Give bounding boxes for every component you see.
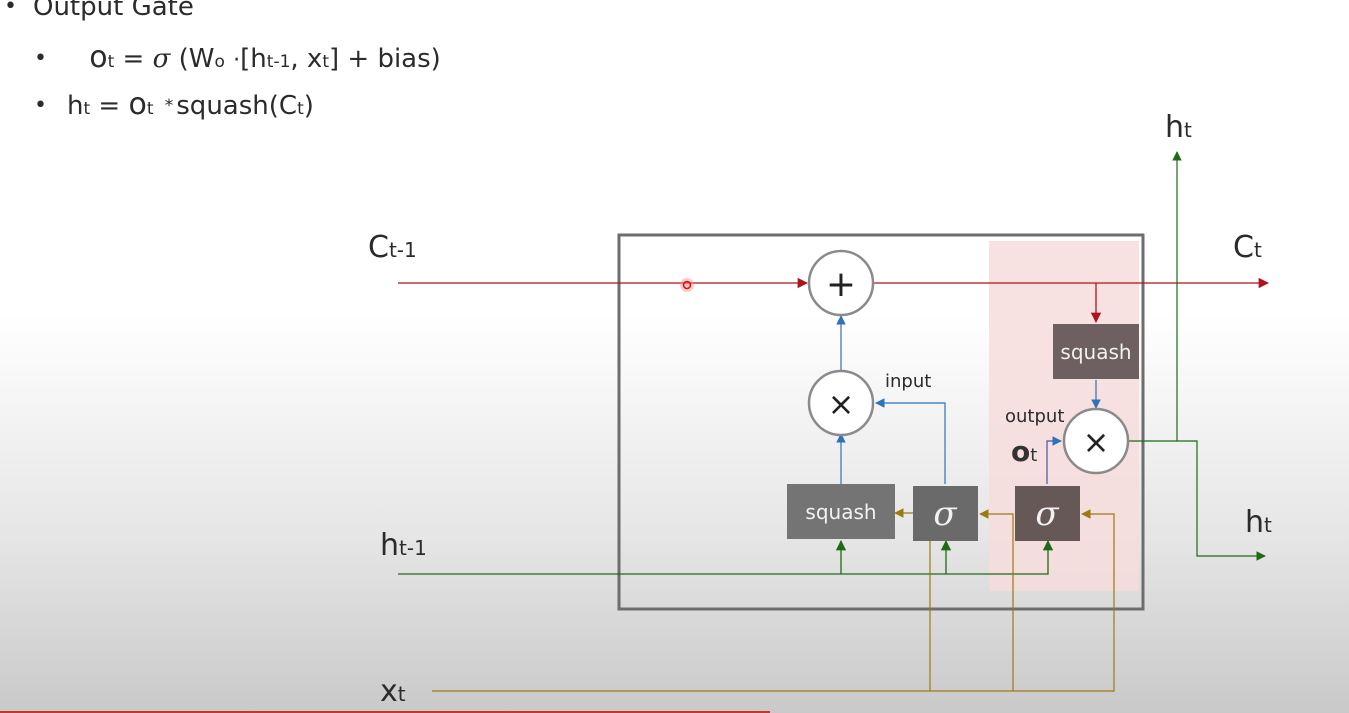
svg-text:squash: squash	[1060, 340, 1131, 364]
label-input: input	[885, 371, 931, 392]
multiply-node-output: ×	[1062, 407, 1130, 475]
svg-text:σ: σ	[1035, 494, 1059, 534]
h-output-right-line	[1177, 440, 1266, 561]
sigma-box-input-gate: σ	[913, 486, 978, 541]
label-o-gate: ot	[1011, 435, 1037, 468]
label-h-right: ht	[1245, 505, 1272, 540]
svg-text:×: ×	[1083, 423, 1110, 461]
label-output: output	[1005, 406, 1064, 427]
label-h-prev: ht-1	[380, 528, 427, 563]
formula-ot: • ot = σ (Wo ·[ht-1, xt] + bias)	[34, 40, 441, 75]
squash-box-output: squash	[1053, 324, 1139, 379]
sigma-box-output-gate: σ	[1015, 486, 1080, 541]
label-c-prev: Ct-1	[368, 230, 417, 265]
label-h-top: ht	[1165, 110, 1192, 145]
heading-output-gate: Output Gate	[32, 0, 194, 22]
add-node: +	[807, 249, 875, 317]
multiply-node-input: ×	[807, 369, 875, 437]
squash-box-input: squash	[787, 484, 895, 539]
svg-text:+: +	[826, 264, 856, 305]
cell-border	[617, 233, 1145, 611]
svg-text:σ: σ	[933, 494, 957, 534]
cursor-dot	[680, 278, 694, 292]
x-input-line	[432, 509, 1115, 692]
label-x-input: xt	[380, 674, 406, 709]
bullet-output-gate: •Output Gate	[4, 0, 194, 22]
svg-text:×: ×	[828, 385, 855, 423]
formula-ht: •ht = ot *squash(Ct)	[34, 87, 314, 122]
h-prev-line	[398, 539, 1054, 575]
svg-text:squash: squash	[805, 500, 876, 524]
label-c-next: Ct	[1233, 230, 1262, 265]
